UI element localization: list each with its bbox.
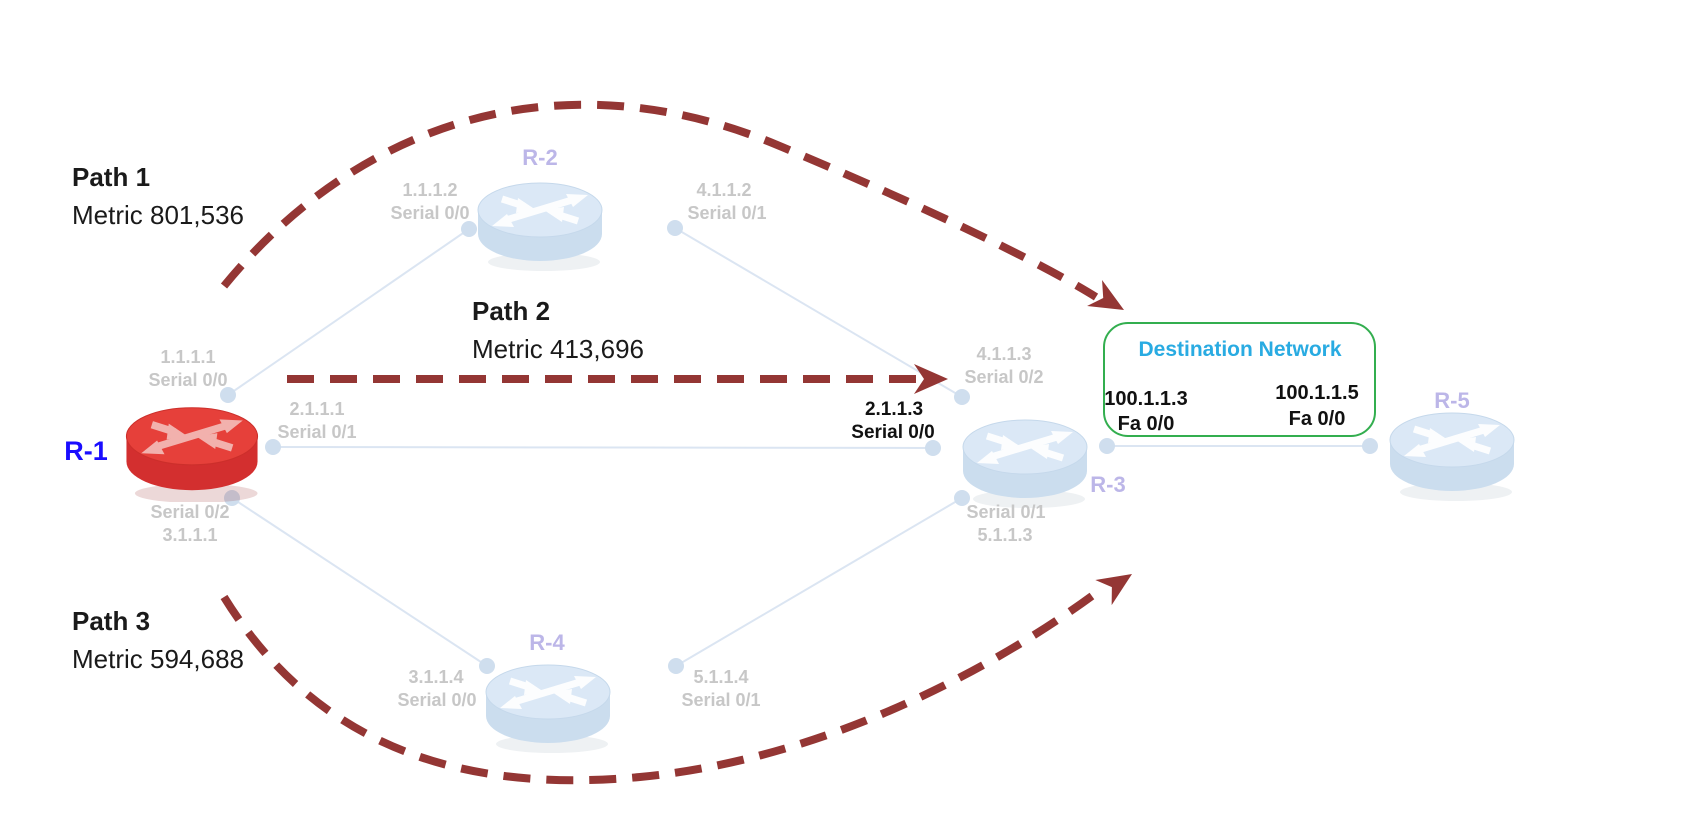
link-endpoint bbox=[1362, 438, 1378, 454]
link-r1-r3 bbox=[272, 446, 934, 449]
r4-serial01-ip: 5.1.1.4 bbox=[693, 667, 748, 687]
routers bbox=[126, 183, 1514, 753]
r3-serial01-ip: 5.1.1.3 bbox=[977, 525, 1032, 545]
path3-dashed-curve bbox=[220, 586, 1103, 785]
r3-serial01-port: Serial 0/1 bbox=[966, 502, 1045, 522]
r3-serial00-ip: 2.1.1.3 bbox=[865, 399, 923, 420]
path1-dashed-curve bbox=[220, 100, 1099, 301]
r1-serial00-ip: 1.1.1.1 bbox=[160, 347, 215, 367]
link-endpoint bbox=[220, 387, 236, 403]
router-r2-label: R-2 bbox=[522, 145, 557, 170]
path3-title: Path 3 bbox=[72, 606, 150, 636]
r3-serial00-port: Serial 0/0 bbox=[851, 422, 934, 443]
r1-serial01-port: Serial 0/1 bbox=[277, 422, 356, 442]
link-endpoint bbox=[461, 221, 477, 237]
path1-metric: Metric 801,536 bbox=[72, 200, 244, 230]
link-endpoint bbox=[667, 220, 683, 236]
path3-arrowhead-icon bbox=[1095, 574, 1132, 606]
router-r2-icon bbox=[478, 183, 602, 271]
link-endpoint bbox=[265, 439, 281, 455]
link-r1-r4 bbox=[231, 497, 488, 667]
path2-arrowhead-icon bbox=[914, 364, 948, 394]
router-r5-label: R-5 bbox=[1434, 388, 1469, 413]
path-annotations: Path 1 Metric 801,536 Path 2 Metric 413,… bbox=[72, 162, 644, 674]
r4-serial00-port: Serial 0/0 bbox=[397, 690, 476, 710]
link-endpoint bbox=[1099, 438, 1115, 454]
destination-network-box: Destination Network 100.1.1.3 Fa 0/0 100… bbox=[1103, 322, 1376, 437]
interface-labels: 1.1.1.1 Serial 0/0 2.1.1.1 Serial 0/1 Se… bbox=[148, 180, 1045, 710]
r2-serial00-port: Serial 0/0 bbox=[390, 203, 469, 223]
metric-paths bbox=[220, 100, 1132, 785]
link-r4-r3 bbox=[675, 497, 963, 667]
r4-serial01-port: Serial 0/1 bbox=[681, 690, 760, 710]
router-r1-icon bbox=[126, 408, 257, 503]
destination-network-border bbox=[1103, 322, 1376, 437]
dest-right-port: Fa 0/0 bbox=[1289, 408, 1346, 430]
router-r5-icon bbox=[1390, 413, 1514, 501]
r1-serial01-ip: 2.1.1.1 bbox=[289, 399, 344, 419]
r3-serial02-ip: 4.1.1.3 bbox=[976, 344, 1031, 364]
dest-right-ip: 100.1.1.5 bbox=[1275, 382, 1358, 404]
dest-left-port: Fa 0/0 bbox=[1118, 413, 1175, 435]
r2-serial00-ip: 1.1.1.2 bbox=[402, 180, 457, 200]
dest-left-ip: 100.1.1.3 bbox=[1104, 388, 1187, 410]
link-endpoint bbox=[925, 440, 941, 456]
router-r3-label: R-3 bbox=[1090, 472, 1125, 497]
r1-serial00-port: Serial 0/0 bbox=[148, 370, 227, 390]
r4-serial00-ip: 3.1.1.4 bbox=[408, 667, 463, 687]
destination-network-title: Destination Network bbox=[1138, 338, 1341, 361]
r1-serial02-port: Serial 0/2 bbox=[150, 502, 229, 522]
path3-metric: Metric 594,688 bbox=[72, 644, 244, 674]
r1-serial02-ip: 3.1.1.1 bbox=[162, 525, 217, 545]
r3-serial02-port: Serial 0/2 bbox=[964, 367, 1043, 387]
router-r4-label: R-4 bbox=[529, 630, 565, 655]
router-r4-icon bbox=[486, 665, 610, 753]
link-endpoint bbox=[954, 490, 970, 506]
path2-metric: Metric 413,696 bbox=[472, 334, 644, 364]
path1-title: Path 1 bbox=[72, 162, 150, 192]
link-r2-r3 bbox=[674, 227, 963, 398]
path1-arrowhead-icon bbox=[1087, 280, 1124, 310]
physical-links bbox=[220, 220, 1378, 674]
link-r1-r2 bbox=[227, 228, 470, 396]
r2-serial01-port: Serial 0/1 bbox=[687, 203, 766, 223]
router-r1-label: R-1 bbox=[64, 436, 108, 466]
path2-title: Path 2 bbox=[472, 296, 550, 326]
router-r3-icon bbox=[963, 420, 1087, 508]
link-endpoint bbox=[479, 658, 495, 674]
link-endpoint bbox=[668, 658, 684, 674]
link-endpoint bbox=[954, 389, 970, 405]
r2-serial01-ip: 4.1.1.2 bbox=[696, 180, 751, 200]
